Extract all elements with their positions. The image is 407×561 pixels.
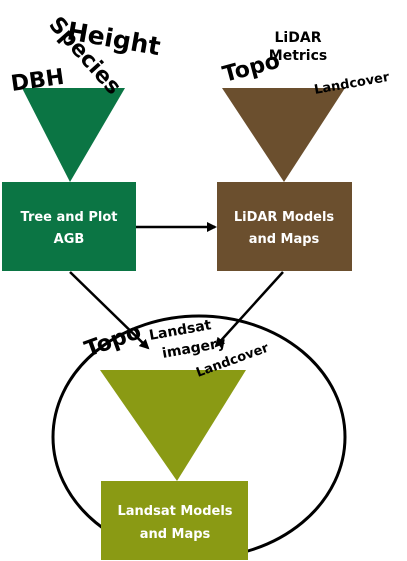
arrow-tree-to-landsat: [69, 271, 150, 350]
tree-box-label-line2: AGB: [54, 232, 85, 247]
lidar-landcover-input-label: Landcover: [313, 70, 391, 98]
landsat-models-box: [101, 481, 248, 560]
landsat-funnel: [100, 370, 246, 481]
lidar-models-box: [217, 182, 352, 271]
tree-box-label-line1: Tree and Plot: [21, 210, 118, 225]
landsat-topo-input-label: Topo: [82, 319, 145, 362]
lidar-metrics-line2: Metrics: [269, 48, 327, 64]
landsat-box-label-line2: and Maps: [140, 527, 211, 542]
tree-plot-agb-box: [2, 182, 136, 271]
lidar-box-label-line2: and Maps: [249, 232, 320, 247]
lidar-box-label-line1: LiDAR Models: [234, 210, 335, 225]
landsat-box-label-line1: Landsat Models: [117, 504, 232, 519]
arrow-lidar-to-landsat: [214, 271, 284, 348]
lidar-funnel: [222, 88, 345, 182]
lidar-metrics-line1: LiDAR: [275, 30, 322, 46]
tree-funnel: [22, 88, 125, 182]
